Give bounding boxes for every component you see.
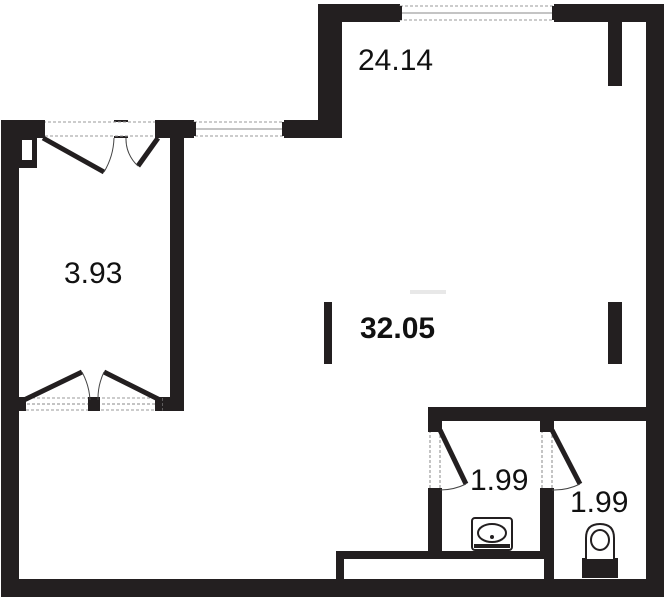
wall-left: [1, 120, 19, 597]
wall-stub-ghost: [410, 290, 446, 294]
wall-upper-top-right: [554, 4, 664, 22]
wall-stub-upper-right: [608, 22, 622, 86]
wall-upper-top-left: [318, 4, 400, 22]
windows: [190, 5, 558, 137]
bathroom-walls: [336, 407, 646, 579]
storage-top-double-door[interactable]: [38, 120, 162, 175]
wall-bottom: [1, 579, 664, 597]
wall-bath-mid-top: [540, 421, 554, 429]
outer-walls: [1, 4, 664, 597]
room-area-storage: 3.93: [64, 257, 122, 290]
wall-storage-bottom-right: [158, 397, 184, 411]
room-area-bathroom-right: 1.99: [570, 486, 628, 519]
wall-left-top: [1, 120, 43, 138]
wall-stub-middle-left: [324, 302, 332, 364]
wall-right: [646, 4, 664, 597]
window-top: [396, 5, 558, 21]
wall-upper-left: [318, 4, 342, 138]
wall-bath-top: [428, 407, 646, 421]
wall-storage-right: [170, 120, 184, 411]
toilet-icon: [582, 522, 618, 578]
wall-bath-left-top: [428, 407, 442, 429]
window-middle: [190, 121, 288, 137]
room-area-upper: 24.14: [358, 44, 433, 77]
wall-stub-middle-right: [608, 302, 622, 364]
sink-icon: [471, 517, 513, 551]
storage-walls: [158, 120, 184, 411]
wall-bath-left: [428, 490, 442, 560]
bathroom-left-door[interactable]: [428, 427, 469, 493]
storage-bottom-double-door[interactable]: [19, 369, 163, 411]
room-area-main: 32.05: [360, 312, 435, 345]
bathroom-right-door[interactable]: [540, 427, 583, 493]
room-area-bathroom-left: 1.99: [470, 464, 528, 497]
